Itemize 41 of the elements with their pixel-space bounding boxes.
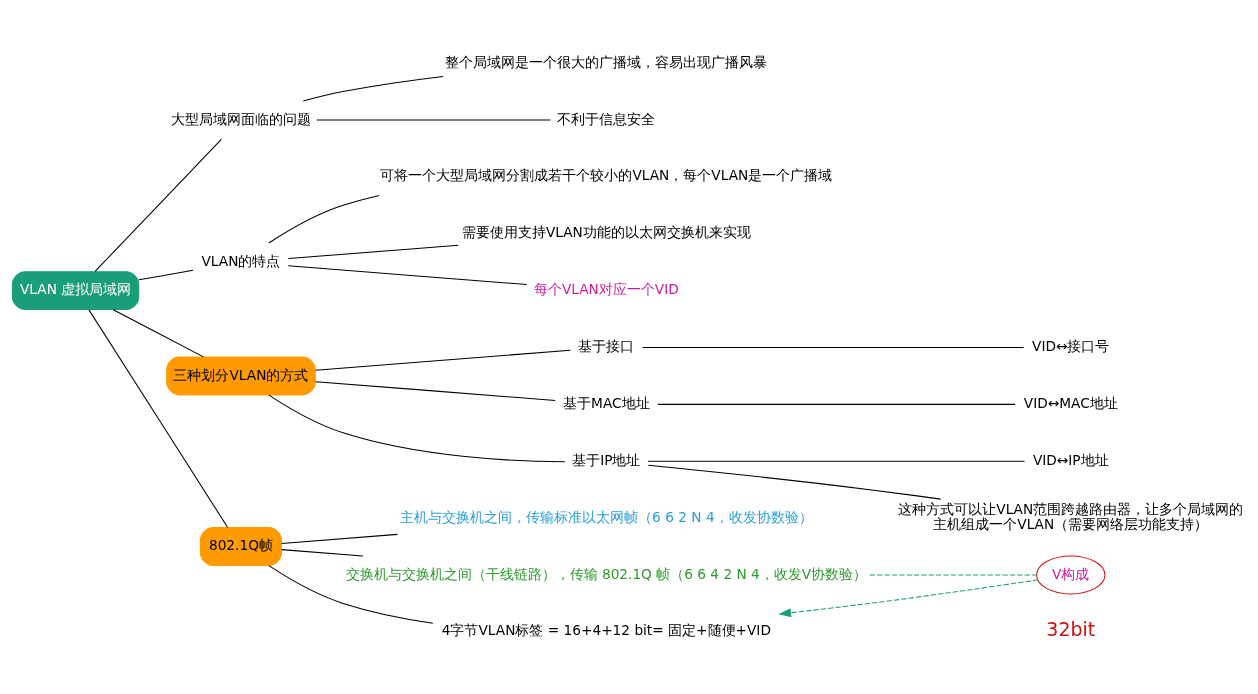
connector bbox=[94, 138, 222, 272]
node-text: 可将一个大型局域网分割成若干个较小的VLAN，每个VLAN是一个广播域 bbox=[380, 166, 833, 183]
node-ellipse: V构成 bbox=[1036, 555, 1106, 594]
connector bbox=[302, 75, 444, 102]
connector bbox=[287, 264, 528, 285]
node-text: 主机与交换机之间，传输标准以太网帧（6 6 2 N 4，收发协数验） bbox=[400, 508, 813, 525]
node-text: 基于MAC地址 bbox=[563, 394, 650, 411]
node-text: VID↔IP地址 bbox=[1032, 451, 1109, 468]
connector bbox=[647, 464, 942, 500]
label: 32bit bbox=[1046, 617, 1096, 640]
node-text: VID↔MAC地址 bbox=[1023, 394, 1118, 411]
connector bbox=[138, 269, 194, 280]
node-text: 需要使用支持VLAN功能的以太网交换机来实现 bbox=[461, 223, 751, 240]
node-text: VID↔接口号 bbox=[1032, 337, 1110, 354]
connector bbox=[315, 349, 571, 371]
connector bbox=[88, 308, 229, 528]
connector bbox=[268, 194, 380, 244]
node-text: 基于接口 bbox=[578, 337, 635, 354]
connector bbox=[281, 548, 364, 557]
node-text: 4字节VLAN标签 = 16+4+12 bit= 固定+随便+VID bbox=[441, 621, 771, 638]
node-text: 大型局域网面临的问题 bbox=[170, 110, 311, 127]
node-box: VLAN 虚拟局域网 bbox=[11, 270, 140, 310]
connector bbox=[268, 394, 566, 462]
node-text: 每个VLAN对应一个VID bbox=[533, 280, 679, 297]
connector bbox=[112, 308, 204, 357]
connector bbox=[647, 460, 1026, 462]
connector bbox=[315, 380, 556, 401]
node-text: 整个局域网是一个很大的广播域，容易出现广播风暴 bbox=[445, 53, 768, 70]
node-text: 这种方式可以让VLAN范围跨越路由器，让多个局域网的主机组成一个VLAN（需要网络层功能支持） bbox=[898, 500, 1244, 532]
node-box: 三种划分VLAN的方式 bbox=[166, 355, 316, 395]
node-text: VLAN的特点 bbox=[201, 252, 281, 269]
node-box: 802.1Q帧 bbox=[199, 526, 282, 566]
arrow bbox=[778, 578, 1039, 617]
connector bbox=[281, 533, 399, 544]
node-text: 不利于信息安全 bbox=[557, 110, 656, 127]
connector bbox=[657, 403, 1016, 405]
connector bbox=[642, 346, 1025, 348]
node-text: 基于IP地址 bbox=[572, 451, 641, 468]
node-text: 交换机与交换机之间（干线链路），传输 802.1Q 帧（6 6 4 2 N 4，收发V协数验） bbox=[345, 565, 868, 582]
connector bbox=[287, 244, 459, 259]
connector bbox=[268, 564, 434, 624]
